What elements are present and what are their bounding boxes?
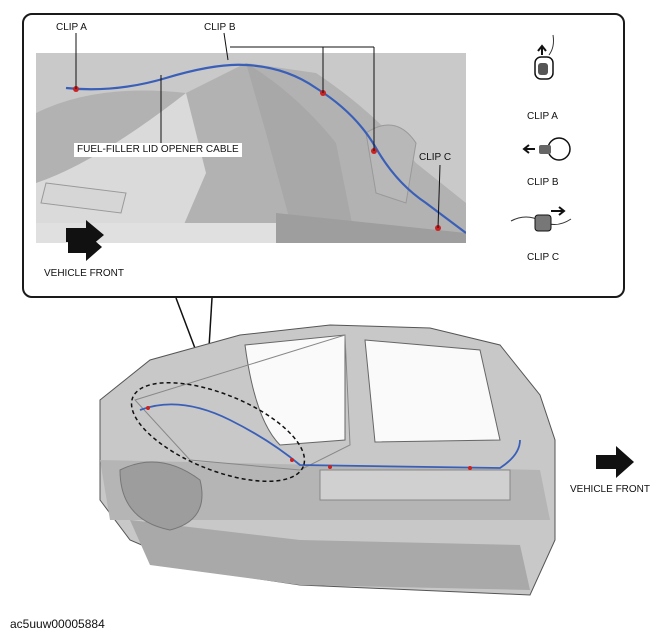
- vehicle-front-label-detail: VEHICLE FRONT: [44, 268, 125, 279]
- clip-a-label: CLIP A: [56, 22, 87, 33]
- clip-a-icon: [534, 34, 554, 80]
- clip-c-label: CLIP C: [419, 152, 452, 163]
- legend-clip-b-label: CLIP B: [527, 177, 559, 188]
- vehicle-front-arrow-icon: [596, 446, 634, 478]
- legend-clip-a-label: CLIP A: [527, 111, 558, 122]
- legend-clip-c-label: CLIP C: [527, 252, 560, 263]
- detail-vehicle-front-arrow-icon: [68, 233, 102, 261]
- clip-b-icon: [522, 137, 571, 161]
- detail-area-ellipse: [130, 381, 306, 483]
- vehicle-front-label-main: VEHICLE FRONT: [570, 484, 651, 495]
- clip-c-icon: [510, 206, 572, 232]
- clip-b-label: CLIP B: [204, 22, 236, 33]
- figure-code: ac5uuw00005884: [10, 617, 105, 631]
- cable-label: FUEL-FILLER LID OPENER CABLE: [74, 143, 242, 157]
